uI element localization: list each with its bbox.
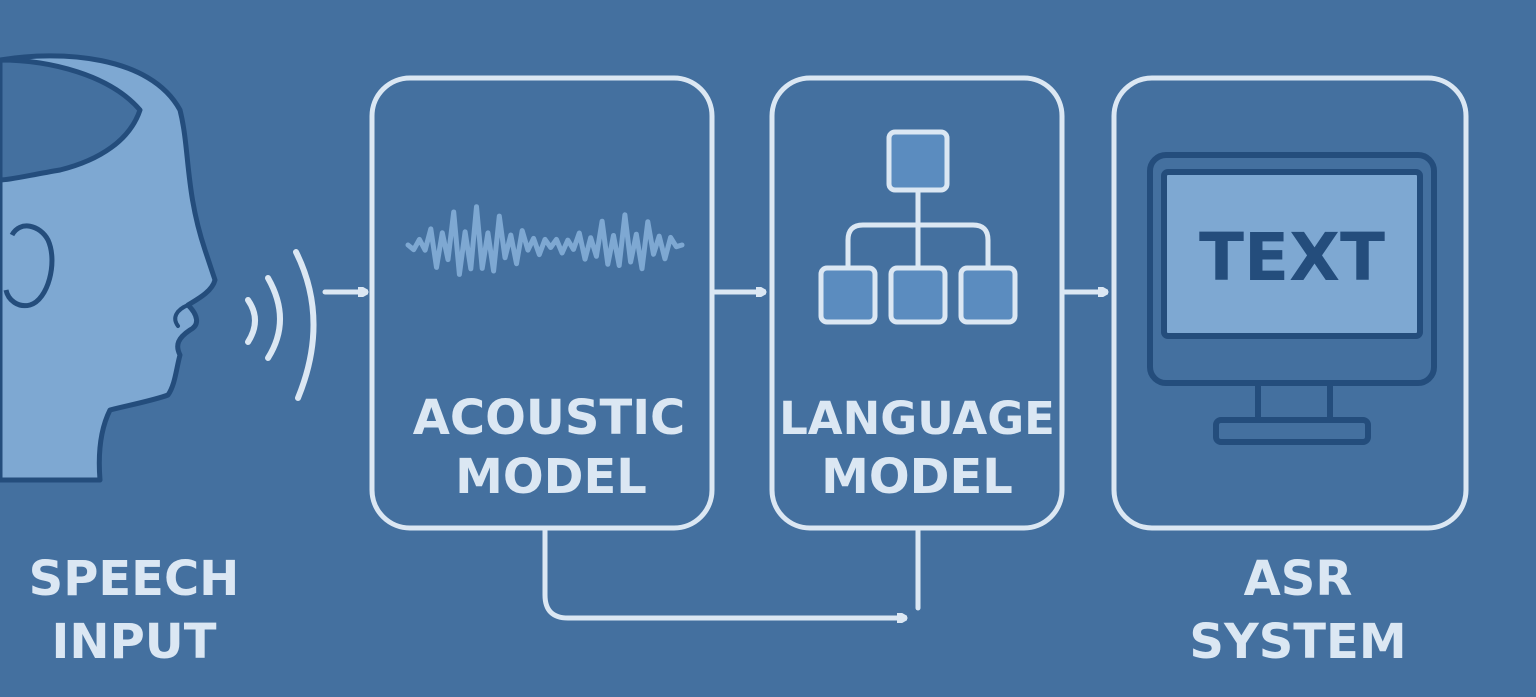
flow-arrows (322, 292, 1109, 618)
monitor-icon: TEXT (1147, 152, 1437, 445)
monitor-screen-text: TEXT (1199, 219, 1385, 296)
asr-system-box (1111, 75, 1469, 531)
acoustic-model-label-line2: MODEL (455, 449, 647, 505)
asr-system-label-line2: SYSTEM (1189, 614, 1406, 670)
sound-waves-icon (245, 249, 317, 401)
speech-input-label-line1: SPEECH (29, 551, 240, 607)
language-model-label-line1: LANGUAGE (779, 392, 1055, 445)
acoustic-model-label-line1: ACOUSTIC (413, 390, 686, 446)
acoustic-model-box (369, 75, 715, 531)
asr-system-label-line1: ASR (1244, 551, 1353, 607)
speech-input-label-line2: INPUT (52, 614, 217, 670)
speaking-head-icon (0, 53, 218, 483)
arrow-acoustic-bypass (542, 527, 908, 618)
language-model-label-line2: MODEL (821, 449, 1013, 505)
tree-hierarchy-icon (818, 129, 1018, 325)
waveform-icon (405, 204, 685, 277)
